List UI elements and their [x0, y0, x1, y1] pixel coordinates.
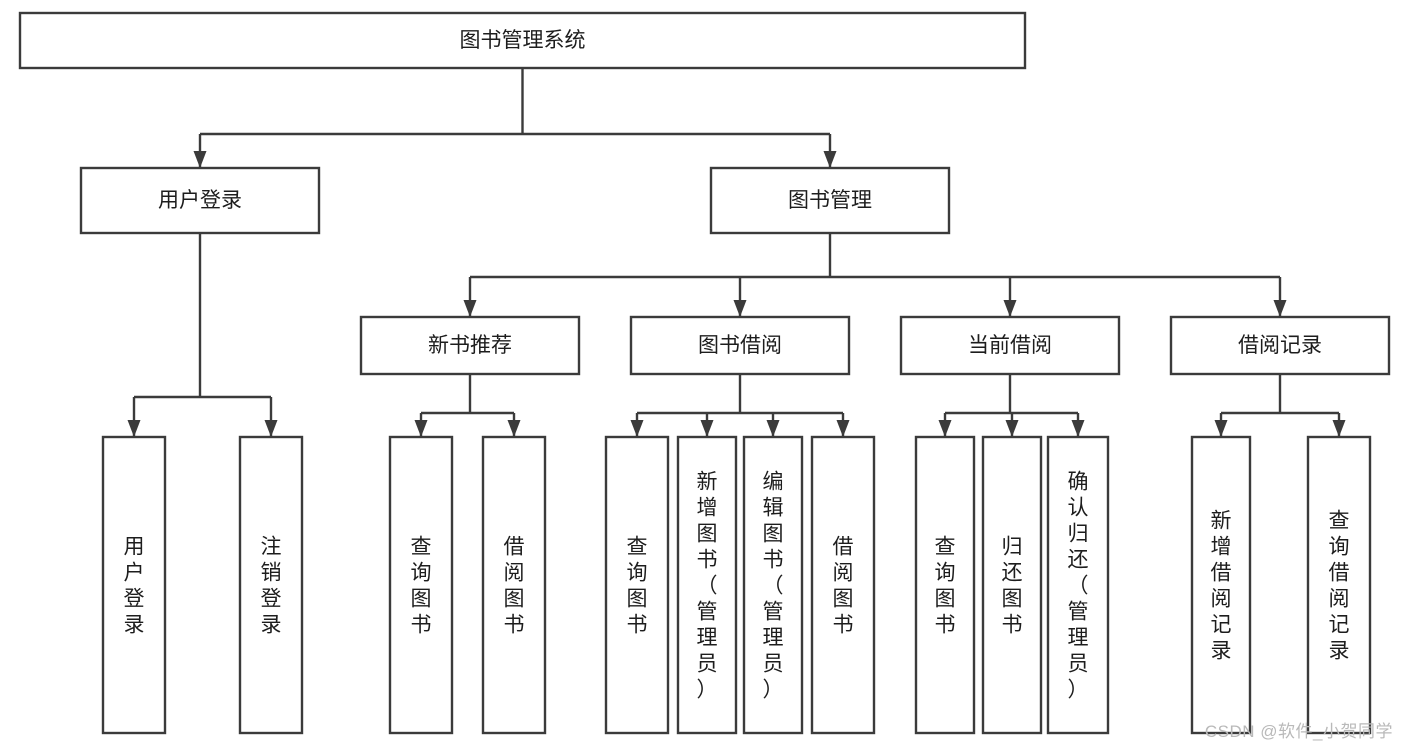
connector-layer: [127, 68, 1346, 437]
node-leaf-borrow-query[interactable]: 查询图书: [604, 435, 670, 735]
arrow-head-icon: [836, 420, 850, 437]
node-label: 借阅图书: [504, 535, 525, 636]
arrow-head-icon: [630, 420, 644, 437]
node-l2-login[interactable]: 用户登录: [79, 166, 321, 235]
node-leaf-new-borrow[interactable]: 借阅图书: [481, 435, 547, 735]
node-leaf-record-add[interactable]: 新增借阅记录: [1190, 435, 1252, 735]
node-leaf-current-query[interactable]: 查询图书: [914, 435, 976, 735]
node-label: 借阅记录: [1238, 334, 1322, 357]
arrow-head-icon: [1332, 420, 1346, 437]
node-label: 查询图书: [627, 535, 648, 636]
arrow-head-icon: [1003, 300, 1017, 317]
node-leaf-current-confirm[interactable]: 确认归还（管理员）: [1046, 435, 1110, 735]
arrow-head-icon: [733, 300, 747, 317]
node-layer: 图书管理系统用户登录图书管理新书推荐图书借阅当前借阅借阅记录用户登录注销登录查询…: [18, 11, 1391, 735]
node-box: [18, 11, 1027, 70]
node-box: [481, 435, 547, 735]
node-box: [981, 435, 1043, 735]
watermark-text: CSDN @软件_小贺同学: [1204, 722, 1393, 741]
node-label: 用户登录: [158, 189, 242, 212]
node-label: 借阅图书: [833, 535, 854, 636]
arrow-head-icon: [1273, 300, 1287, 317]
node-l3-new[interactable]: 新书推荐: [359, 315, 581, 376]
arrow-head-icon: [507, 420, 521, 437]
arrow-head-icon: [1071, 420, 1085, 437]
node-box: [238, 435, 304, 735]
node-box: [629, 315, 851, 376]
node-label: 图书借阅: [698, 334, 782, 357]
node-l3-borrow[interactable]: 图书借阅: [629, 315, 851, 376]
node-l3-record[interactable]: 借阅记录: [1169, 315, 1391, 376]
node-box: [676, 435, 738, 735]
node-box: [1046, 435, 1110, 735]
node-leaf-user-login[interactable]: 用户登录: [101, 435, 167, 735]
arrow-head-icon: [766, 420, 780, 437]
node-box: [810, 435, 876, 735]
node-label: 新增借阅记录: [1211, 509, 1232, 662]
arrow-head-icon: [463, 300, 477, 317]
node-leaf-borrow-lend[interactable]: 借阅图书: [810, 435, 876, 735]
node-leaf-user-logout[interactable]: 注销登录: [238, 435, 304, 735]
node-l3-current[interactable]: 当前借阅: [899, 315, 1121, 376]
node-l2-book[interactable]: 图书管理: [709, 166, 951, 235]
node-box: [1306, 435, 1372, 735]
node-label: 图书管理系统: [460, 29, 586, 52]
arrow-head-icon: [700, 420, 714, 437]
node-label: 新增图书（管理员）: [697, 470, 718, 701]
node-label: 归还图书: [1002, 535, 1023, 636]
node-box: [742, 435, 804, 735]
node-box: [709, 166, 951, 235]
arrow-head-icon: [1214, 420, 1228, 437]
arrow-head-icon: [193, 151, 207, 168]
node-box: [1190, 435, 1252, 735]
arrow-head-icon: [127, 420, 141, 437]
node-box: [1169, 315, 1391, 376]
arrow-head-icon: [823, 151, 837, 168]
arrow-head-icon: [264, 420, 278, 437]
node-label: 确认归还（管理员）: [1068, 470, 1089, 701]
node-box: [899, 315, 1121, 376]
arrow-head-icon: [938, 420, 952, 437]
node-box: [359, 315, 581, 376]
node-leaf-new-query[interactable]: 查询图书: [388, 435, 454, 735]
node-box: [604, 435, 670, 735]
node-label: 新书推荐: [428, 334, 512, 357]
arrow-head-icon: [414, 420, 428, 437]
node-leaf-borrow-edit[interactable]: 编辑图书（管理员）: [742, 435, 804, 735]
node-box: [101, 435, 167, 735]
node-box: [914, 435, 976, 735]
node-label: 查询图书: [411, 535, 432, 636]
arrow-head-icon: [1005, 420, 1019, 437]
node-leaf-current-return[interactable]: 归还图书: [981, 435, 1043, 735]
node-leaf-record-query[interactable]: 查询借阅记录: [1306, 435, 1372, 735]
node-root[interactable]: 图书管理系统: [18, 11, 1027, 70]
node-label: 查询借阅记录: [1329, 509, 1350, 662]
node-box: [79, 166, 321, 235]
node-label: 用户登录: [124, 535, 145, 636]
node-label: 注销登录: [261, 535, 282, 636]
node-label: 查询图书: [935, 535, 956, 636]
node-label: 图书管理: [788, 189, 872, 212]
node-label: 编辑图书（管理员）: [763, 470, 784, 701]
node-box: [388, 435, 454, 735]
node-label: 当前借阅: [968, 334, 1052, 357]
node-leaf-borrow-add[interactable]: 新增图书（管理员）: [676, 435, 738, 735]
